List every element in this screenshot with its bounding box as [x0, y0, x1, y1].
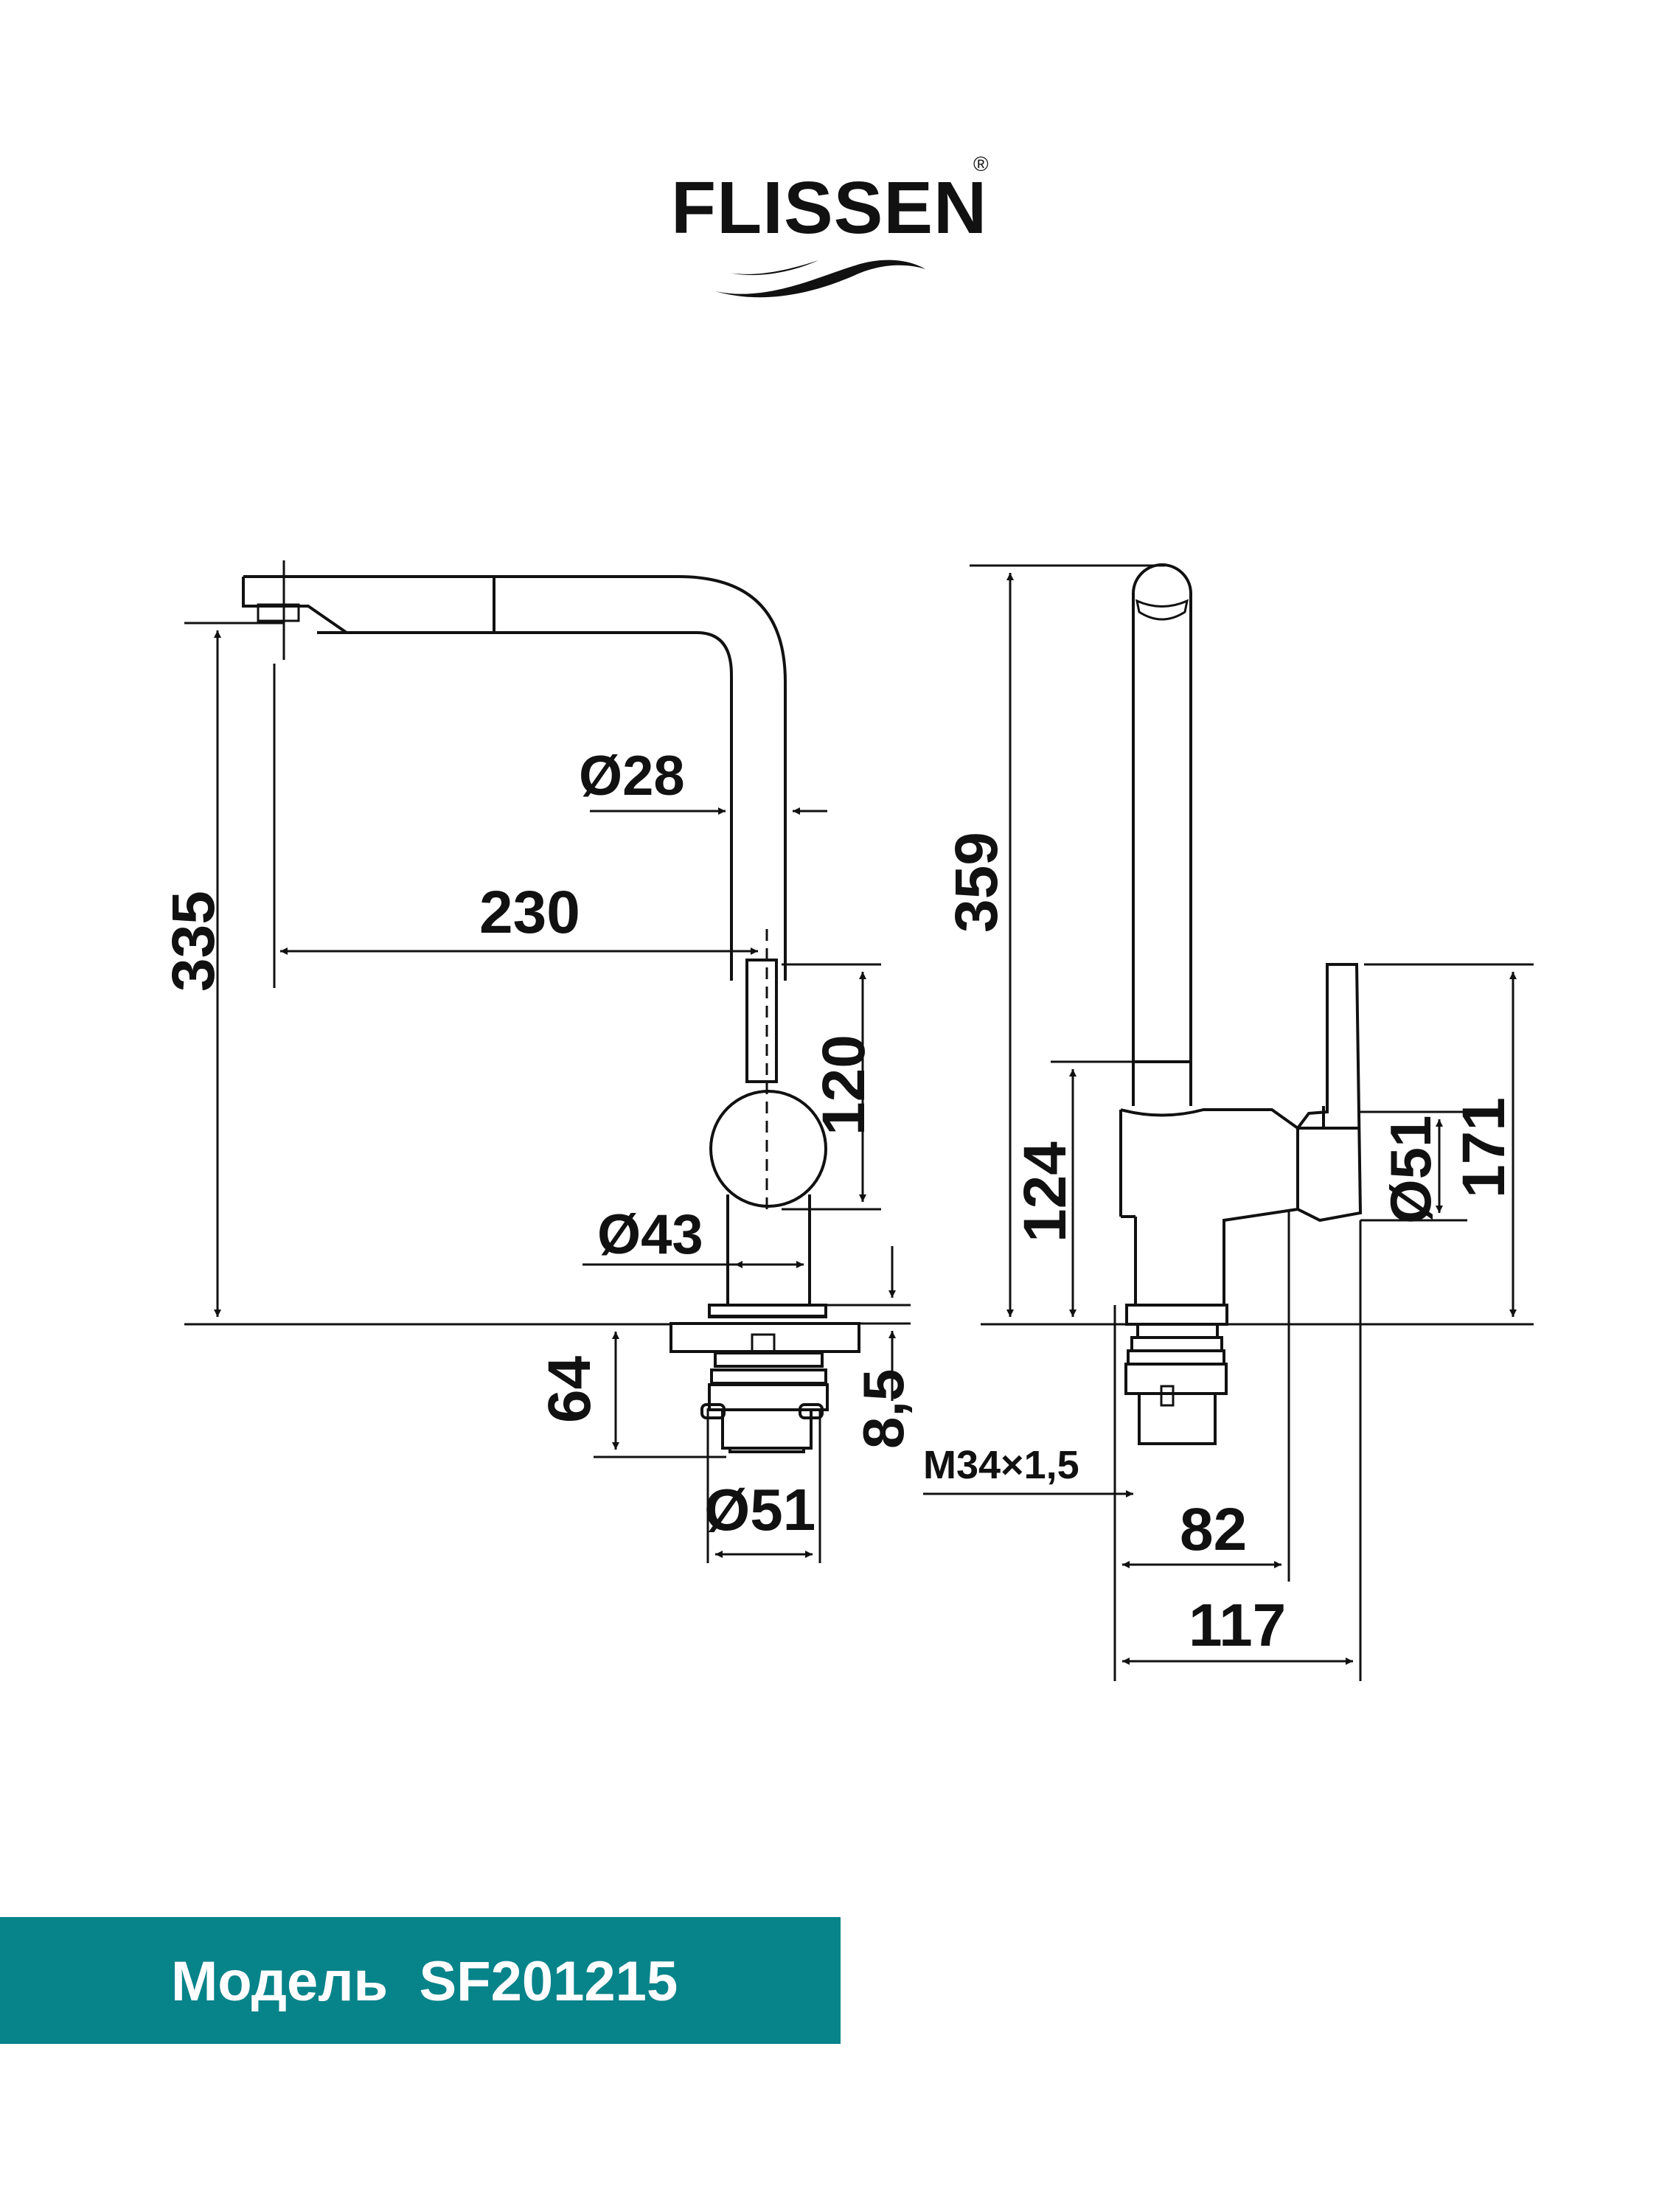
dim-d28: Ø28 — [579, 745, 685, 807]
front-dimensions — [184, 622, 911, 1563]
front-view — [242, 560, 860, 1453]
dim-d335: 335 — [160, 891, 227, 992]
dim-d8-5: 8,5 — [851, 1369, 916, 1449]
front-spout-inner — [317, 631, 733, 981]
front-spout-head — [242, 577, 352, 634]
dim-d171: 171 — [1450, 1097, 1517, 1198]
dim-d51-side: Ø51 — [1378, 1116, 1443, 1224]
dim-d359: 359 — [943, 832, 1010, 933]
brand-logo: FLISSEN ® — [664, 144, 1003, 313]
dim-d124: 124 — [1012, 1141, 1079, 1242]
dim-d51-front: Ø51 — [704, 1477, 815, 1543]
dim-d64: 64 — [536, 1355, 603, 1423]
side-dimensions — [923, 564, 1534, 1681]
registered-mark: ® — [973, 153, 989, 175]
dim-d117: 117 — [1189, 1592, 1286, 1659]
front-spout-outline — [243, 575, 787, 981]
dim-thread: M34×1,5 — [923, 1443, 1079, 1487]
dim-d230: 230 — [479, 879, 580, 946]
side-view — [1119, 563, 1363, 1445]
brand-name: FLISSEN — [671, 167, 988, 249]
dim-d82: 82 — [1180, 1496, 1247, 1563]
wave-icon — [715, 260, 925, 298]
side-body — [1120, 1108, 1299, 1305]
dim-d120: 120 — [810, 1034, 877, 1135]
model-banner: Модель SF201215 — [0, 1917, 841, 2044]
dim-d43: Ø43 — [597, 1203, 703, 1266]
model-label: Модель — [171, 1950, 389, 2013]
model-code: SF201215 — [419, 1950, 678, 2013]
side-handle — [1296, 963, 1363, 1222]
front-body-circle — [709, 1090, 827, 1208]
model-caption: Модель SF201215 — [171, 1954, 678, 2010]
